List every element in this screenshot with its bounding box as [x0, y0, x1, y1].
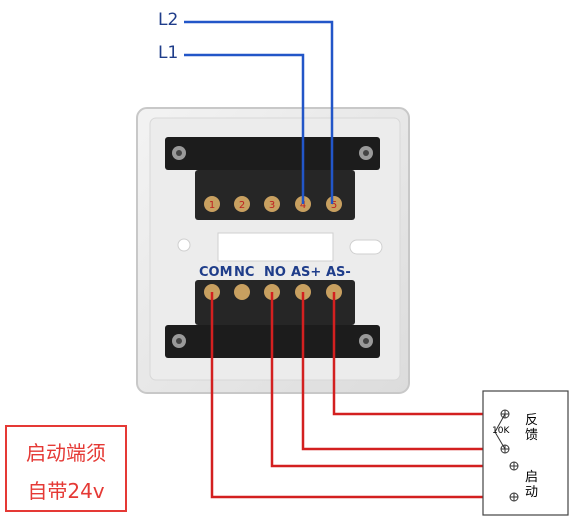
note-line-1: 启动端须	[26, 441, 106, 465]
wire-l2	[184, 20, 334, 204]
label-l1: L1	[158, 43, 179, 63]
note-box: 启动端须 自带24v	[5, 425, 127, 512]
terminal-label-com: COM	[199, 265, 233, 280]
label-l2: L2	[158, 10, 179, 30]
top-terminal-number-4: 4	[300, 200, 306, 211]
resistor-label: 10K	[492, 426, 510, 436]
terminal-label-as-minus: AS-	[326, 265, 351, 280]
top-terminal-number-1: 1	[209, 200, 215, 211]
note-line-2: 自带24v	[27, 479, 105, 503]
top-screws	[204, 196, 342, 212]
start-label: 启 动	[525, 470, 539, 500]
wire-no	[270, 292, 497, 468]
module-round-hole	[177, 238, 191, 252]
wire-l1	[184, 53, 305, 204]
module-slot	[217, 232, 334, 262]
top-terminal-number-3: 3	[269, 200, 275, 211]
external-device-box	[482, 390, 569, 516]
terminal-label-no: NO	[264, 265, 286, 280]
device-terminals	[500, 409, 519, 502]
terminal-label-as-plus: AS+	[291, 265, 322, 280]
resistor-bracket	[494, 413, 506, 450]
terminal-label-nc: NC	[234, 265, 255, 280]
feedback-label: 反 馈	[525, 413, 539, 443]
top-terminal-number-5: 5	[331, 200, 337, 211]
wire-as-plus	[301, 292, 497, 451]
top-terminal-number-2: 2	[239, 200, 245, 211]
module-oval-hole	[349, 239, 383, 255]
wire-as-minus	[332, 292, 497, 416]
wire-com	[210, 292, 497, 499]
